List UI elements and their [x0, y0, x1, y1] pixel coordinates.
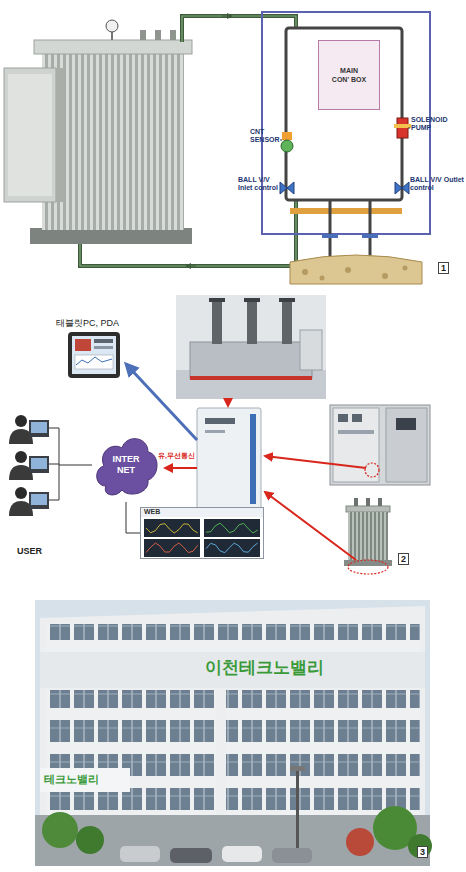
user-icons	[5, 410, 63, 520]
part-label: SOLENOID PUMP	[411, 116, 453, 132]
transformer-photo	[4, 20, 192, 244]
monitoring-device	[197, 408, 261, 510]
connector-line	[126, 502, 140, 533]
schematic-frame	[262, 12, 430, 234]
cloud-text-area: INTER NET	[92, 428, 160, 502]
cloud-node: INTER NET	[92, 428, 160, 502]
schematic-parts	[280, 118, 411, 262]
pole-transformer	[344, 498, 392, 574]
tablet-node: 태블릿PC, PDA	[68, 332, 120, 378]
box-node: MAIN CON' BOX	[318, 40, 380, 110]
signal-arrows	[126, 364, 366, 560]
building-sign: 테크노밸리	[44, 772, 99, 787]
building-sign: 이천테크노밸리	[205, 656, 324, 679]
callout-number: 3	[417, 846, 428, 858]
node-text: WEB	[144, 507, 160, 517]
tablet-icon	[68, 332, 120, 378]
ground	[290, 255, 422, 284]
node-text: INTER NET	[106, 454, 146, 476]
node-text: 태블릿PC, PDA	[56, 317, 119, 330]
connector-line	[63, 465, 92, 466]
node-text: MAIN CON' BOX	[331, 66, 367, 84]
users-node: USER	[5, 410, 63, 520]
switch-cabinet	[330, 405, 430, 485]
part-label: CNT SENSOR	[250, 128, 280, 144]
part-label: BALL V/V Inlet control	[238, 176, 284, 192]
oil-pipe	[80, 16, 296, 266]
part-label: BALL V/V Outlet control	[410, 176, 464, 192]
web-node: WEB	[140, 507, 264, 559]
node-text: USER	[17, 546, 42, 556]
link-label: 유,무선통신	[158, 451, 195, 461]
building-photo	[35, 600, 432, 866]
callout-number: 2	[398, 553, 409, 565]
substation-photo	[176, 295, 326, 399]
callout-number: 1	[438, 262, 449, 274]
